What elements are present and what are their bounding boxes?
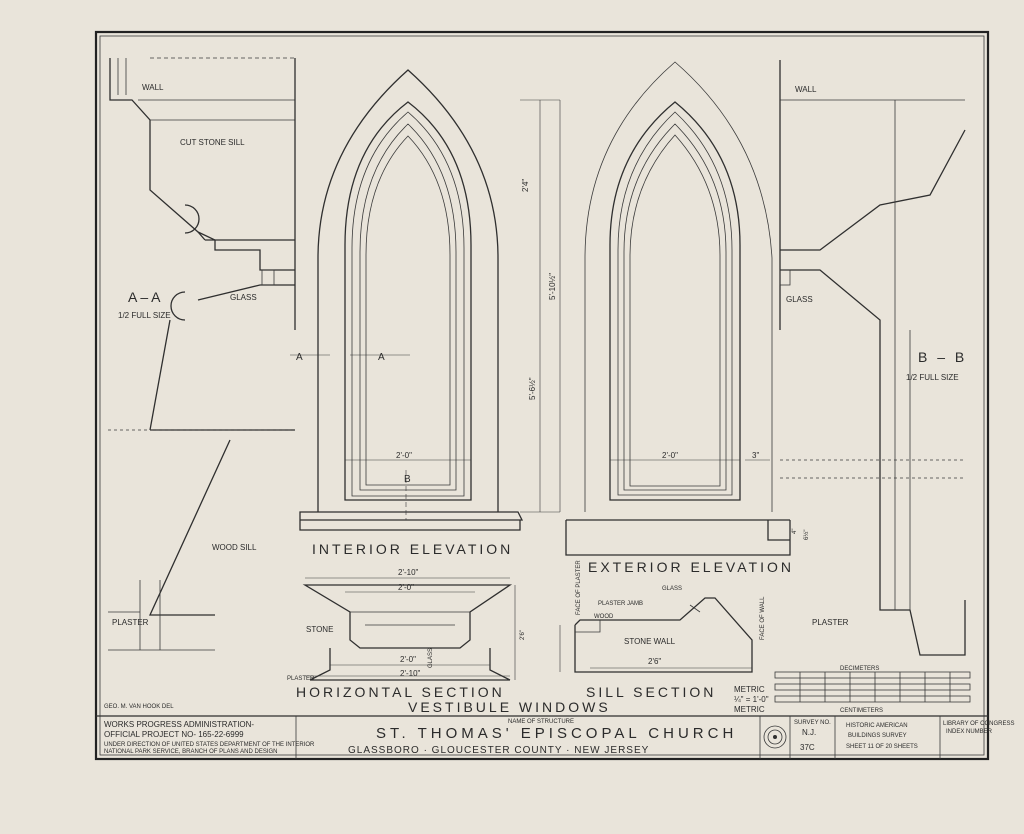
scale-ratio: ¼" = 1'-0"	[734, 695, 769, 704]
survey-number: 37C	[800, 743, 815, 752]
sheet-border-inner	[99, 35, 985, 756]
sill-section-title: SILL SECTION	[586, 684, 716, 700]
aa-cut-stone-sill-label: CUT STONE SILL	[180, 138, 245, 147]
library-index-label: INDEX NUMBER	[946, 729, 993, 735]
hs-bottom-dim: 2'-0"	[400, 655, 416, 664]
aa-plaster-label: PLASTER	[112, 618, 149, 627]
name-of-structure-label: NAME OF STRUCTURE	[508, 719, 574, 725]
interior-total-height: 5'-6½"	[528, 377, 537, 400]
habs-line-2: BUILDINGS SURVEY	[848, 733, 907, 739]
sill-section: FACE OF PLASTER PLASTER JAMB WOOD GLASS …	[559, 560, 766, 700]
scale-bar: DECIMETERS CENTIMETERS METRIC ¼" = 1'-0"…	[734, 666, 971, 714]
exterior-elevation: 2'-0" 3" 4" 6½" EXTERIOR ELEVATION	[565, 61, 810, 575]
bb-section-label: B – B	[918, 349, 967, 365]
habs-line-1: HISTORIC AMERICAN	[846, 723, 908, 729]
drafter-credit: GEO. M. VAN HOOK DEL	[104, 704, 174, 710]
scale-centimeters: CENTIMETERS	[840, 708, 883, 714]
hs-inner-dim: 2'-0"	[398, 583, 414, 592]
interior-arch-height: 2'4"	[521, 179, 530, 192]
bb-scale-label: 1/2 FULL SIZE	[906, 373, 959, 382]
sill-plaster-jamb: PLASTER JAMB	[598, 601, 643, 607]
exterior-width-dim: 2'-0"	[662, 451, 678, 460]
scale-decimeters: DECIMETERS	[840, 666, 879, 672]
hs-depth-dim: 2'6"	[520, 630, 526, 640]
structure-name: ST. THOMAS' EPISCOPAL CHURCH	[376, 725, 737, 742]
aa-section-label: A–A	[128, 289, 163, 305]
scale-metric-top: METRIC	[734, 685, 765, 694]
scale-metric-bottom: METRIC	[734, 705, 765, 714]
seal-icon	[763, 725, 787, 749]
structure-location: GLASSBORO · GLOUCESTER COUNTY · NEW JERS…	[348, 745, 649, 756]
vestibule-windows-title: VESTIBULE WINDOWS	[408, 699, 611, 715]
exterior-dim-a: 4"	[792, 529, 798, 534]
interior-elevation: 2'-0" 2'4" 5'-10½" 5'-6½" A A B INTERIOR…	[290, 69, 561, 557]
sheet-border	[94, 30, 990, 761]
exterior-side-dim: 3"	[752, 451, 759, 460]
aa-glass-label: GLASS	[230, 293, 257, 302]
agency-note-1: UNDER DIRECTION OF UNITED STATES DEPARTM…	[104, 742, 315, 748]
section-bb: WALL GLASS B – B 1/2 FULL SIZE PLASTER	[779, 60, 967, 656]
hs-stone-label: STONE	[306, 625, 333, 634]
interior-section-a-left: A	[296, 352, 304, 363]
library-label: LIBRARY OF CONGRESS	[943, 721, 1014, 727]
survey-state: N.J.	[802, 728, 816, 737]
hs-top-dim: 2'-10"	[398, 568, 419, 577]
interior-elevation-title: INTERIOR ELEVATION	[312, 541, 513, 557]
interior-section-b: B	[404, 474, 412, 485]
sill-face-wall: FACE OF WALL	[760, 596, 766, 640]
agency-note-2: NATIONAL PARK SERVICE, BRANCH OF PLANS A…	[104, 749, 277, 755]
sill-glass: GLASS	[662, 586, 682, 592]
sheet-info: SHEET 11 OF 20 SHEETS	[846, 744, 918, 750]
aa-wood-sill-label: WOOD SILL	[212, 543, 257, 552]
section-aa: WALL CUT STONE SILL GLASS A–A 1/2 FULL S…	[108, 57, 296, 651]
exterior-elevation-title: EXTERIOR ELEVATION	[588, 559, 794, 575]
horizontal-section: 2'-10" 2'-0" 2'-0" 2'-10" STONE GLASS PL…	[287, 568, 526, 700]
hs-plaster-label: PLASTER	[287, 676, 315, 682]
hs-glass-label: GLASS	[428, 648, 434, 668]
aa-wall-label: WALL	[142, 83, 164, 92]
interior-width-dim: 2'-0"	[396, 451, 412, 460]
title-block: WORKS PROGRESS ADMINISTRATION- OFFICIAL …	[96, 715, 1014, 759]
interior-opening-height: 5'-10½"	[548, 273, 557, 300]
interior-section-a-right: A	[378, 352, 386, 363]
exterior-dim-b: 6½"	[803, 530, 810, 540]
horizontal-section-title: HORIZONTAL SECTION	[296, 684, 505, 700]
bb-glass-label: GLASS	[786, 295, 813, 304]
sill-wood: WOOD	[594, 614, 614, 620]
agency-line-1: WORKS PROGRESS ADMINISTRATION-	[104, 720, 254, 729]
hs-overall-dim: 2'-10"	[400, 669, 421, 678]
aa-scale-label: 1/2 FULL SIZE	[118, 311, 171, 320]
survey-label: SURVEY NO.	[794, 720, 831, 726]
sill-face-plaster: FACE OF PLASTER	[576, 560, 582, 615]
bb-wall-label: WALL	[795, 85, 817, 94]
sill-width: 2'6"	[648, 657, 661, 666]
agency-line-2: OFFICIAL PROJECT NO- 165-22-6999	[104, 730, 244, 739]
sill-stone-wall: STONE WALL	[624, 637, 676, 646]
bb-plaster-label: PLASTER	[812, 618, 849, 627]
